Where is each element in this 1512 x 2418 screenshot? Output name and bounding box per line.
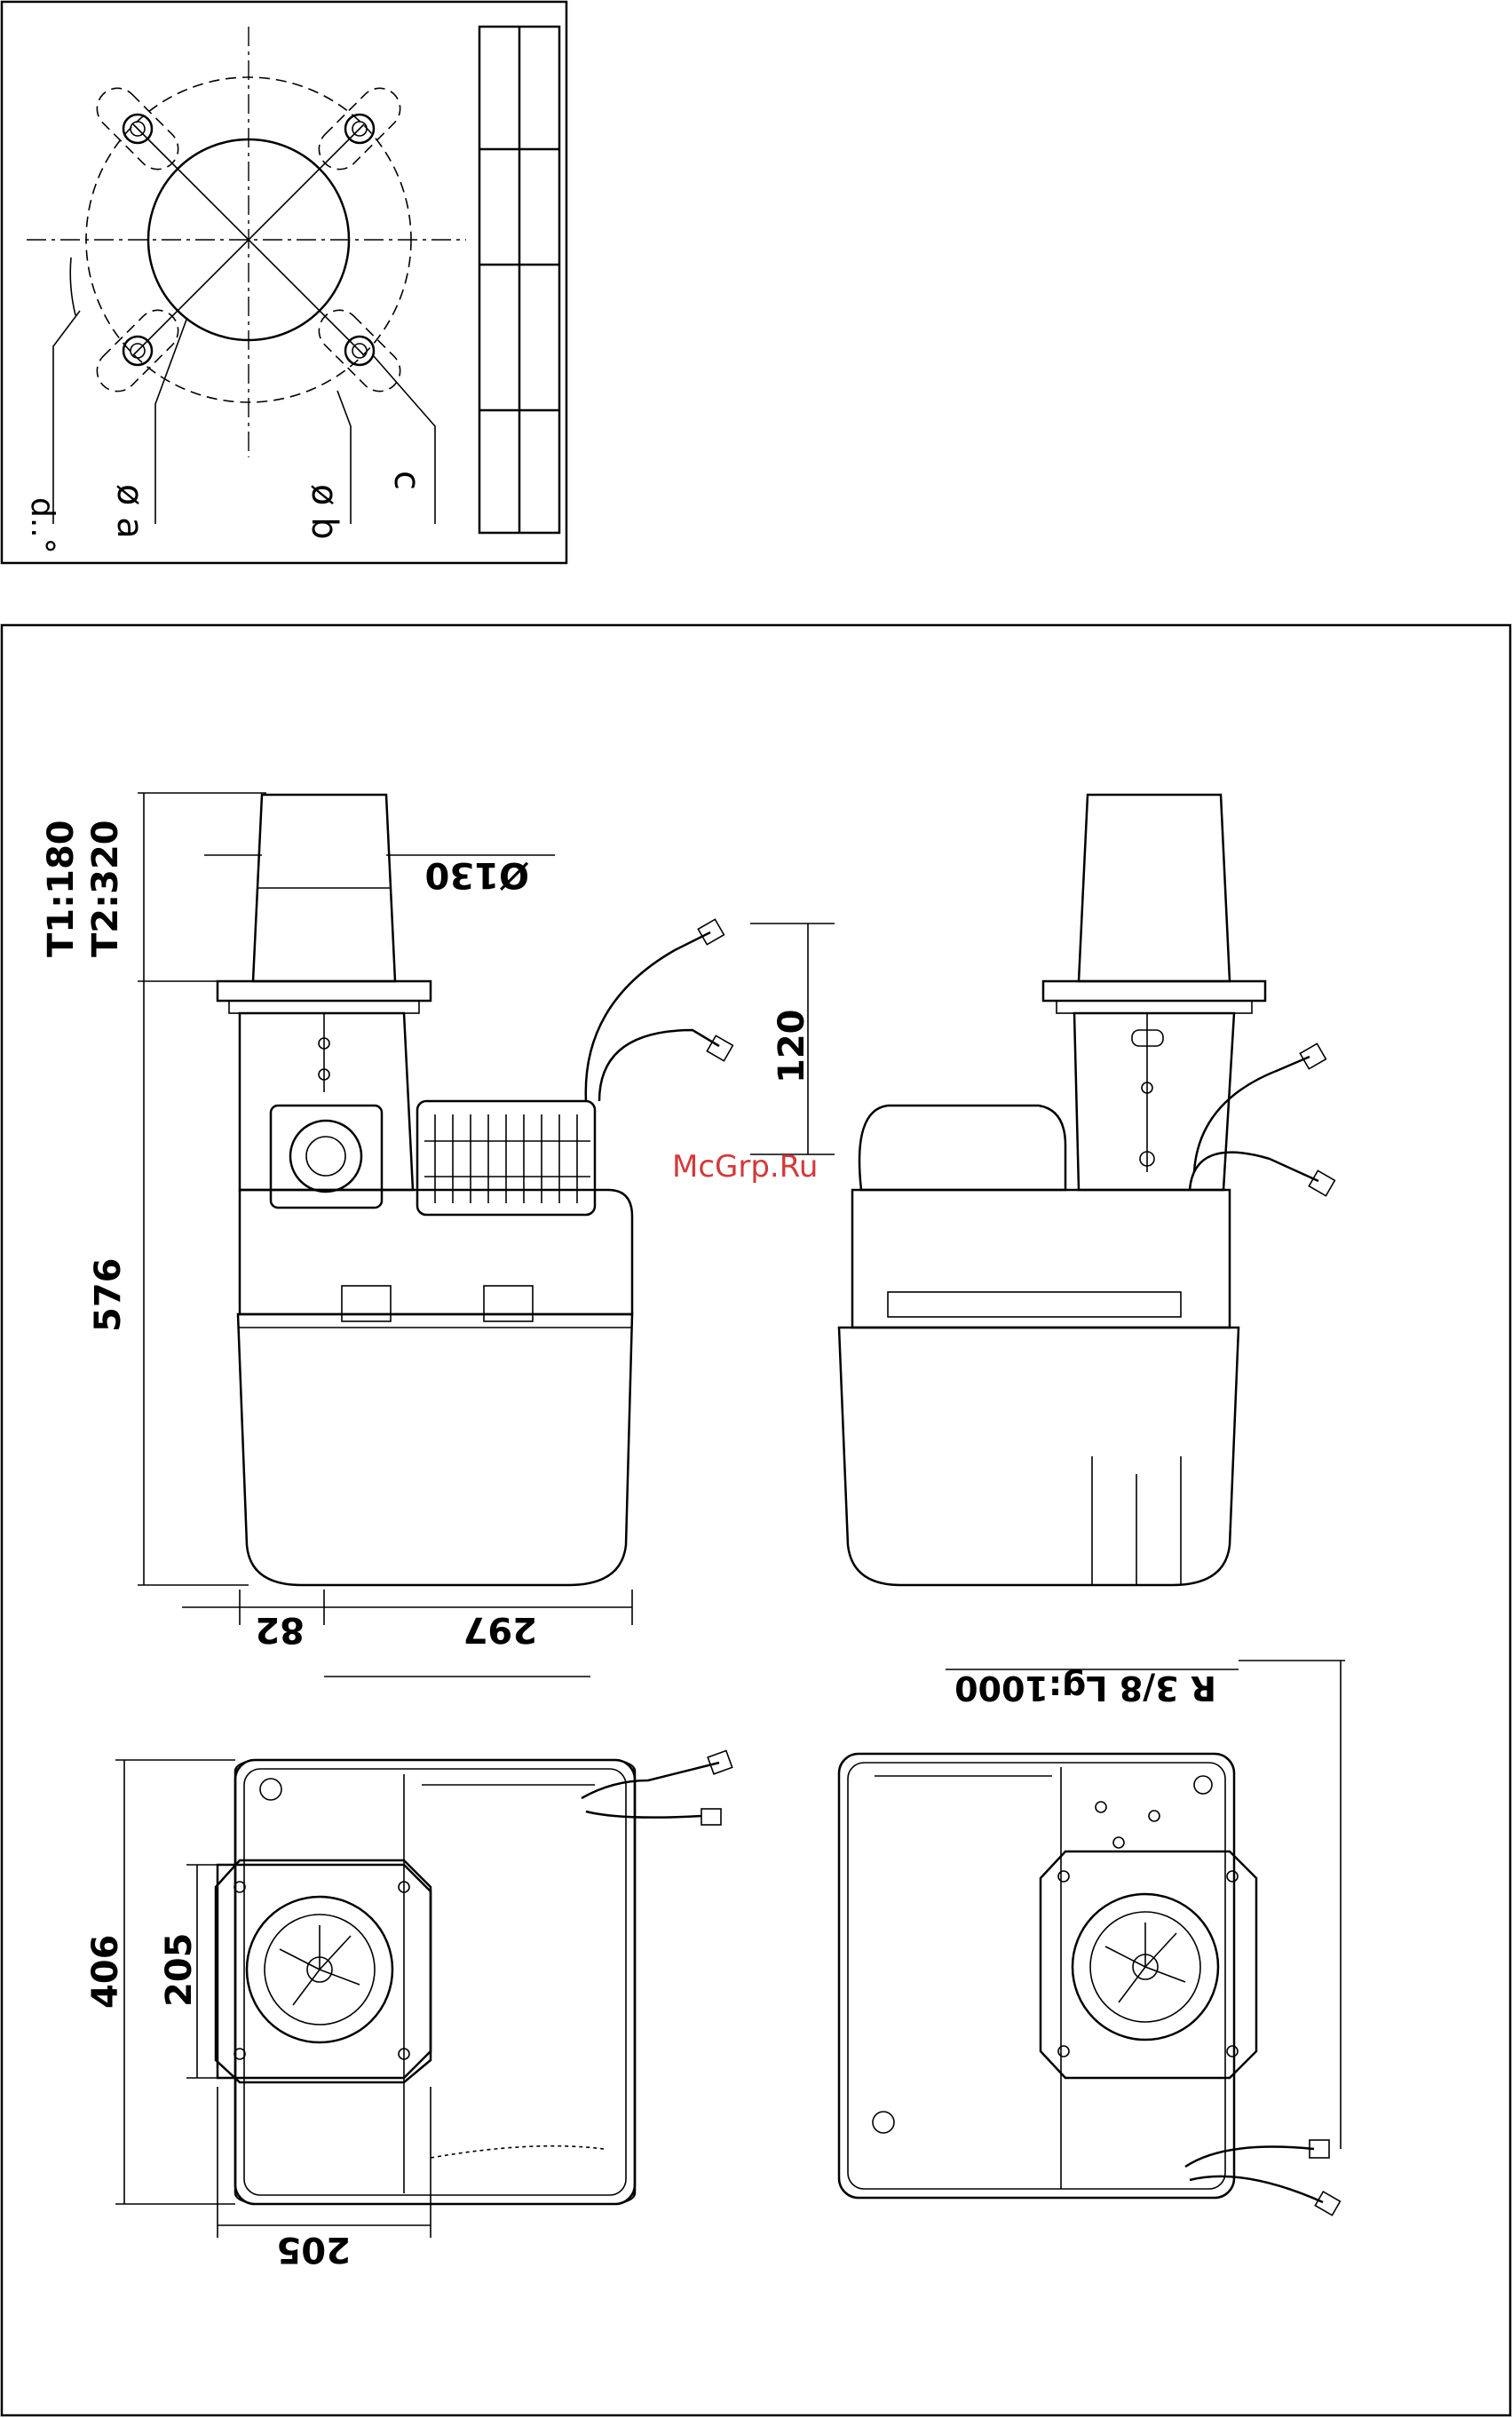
front-view: [218, 795, 732, 1585]
flange-drawing: [27, 27, 466, 524]
dim-body-height: 576: [88, 1258, 129, 1333]
flange-panel: d..° ø a ø b c: [2, 2, 566, 563]
dim-flange-width: 205: [277, 2229, 352, 2270]
flange-label-angle: d..°: [24, 497, 60, 554]
dim-hose-spec: R 3/8 Lg:1000: [954, 1669, 1216, 1708]
side-dimensions: [946, 1661, 1345, 2149]
dim-depth-total: 406: [85, 1935, 126, 2010]
watermark: McGrp.Ru: [672, 1149, 818, 1185]
dim-offset-left: 82: [255, 1609, 305, 1650]
side-view: [839, 795, 1334, 1585]
dim-motor-height-t2: T2:320: [85, 820, 126, 957]
top-view-left: [216, 1750, 732, 2204]
flange-label-inner-diameter: ø a: [109, 484, 150, 539]
dim-flange-height: 205: [159, 1933, 200, 2008]
dim-body-width: 297: [463, 1609, 538, 1650]
dim-tube-diameter: Ø130: [425, 854, 530, 895]
flange-spec-table: [479, 27, 559, 533]
dim-motor-height-t1: T1:180: [41, 820, 82, 957]
flange-label-c: c: [386, 471, 427, 490]
flange-panel-frame: [2, 2, 566, 563]
top-view-right: [839, 1754, 1340, 2216]
dim-hose-rise: 120: [772, 1010, 812, 1084]
flange-label-bolt-diameter: ø b: [304, 484, 344, 540]
front-dimensions: [138, 793, 835, 1677]
